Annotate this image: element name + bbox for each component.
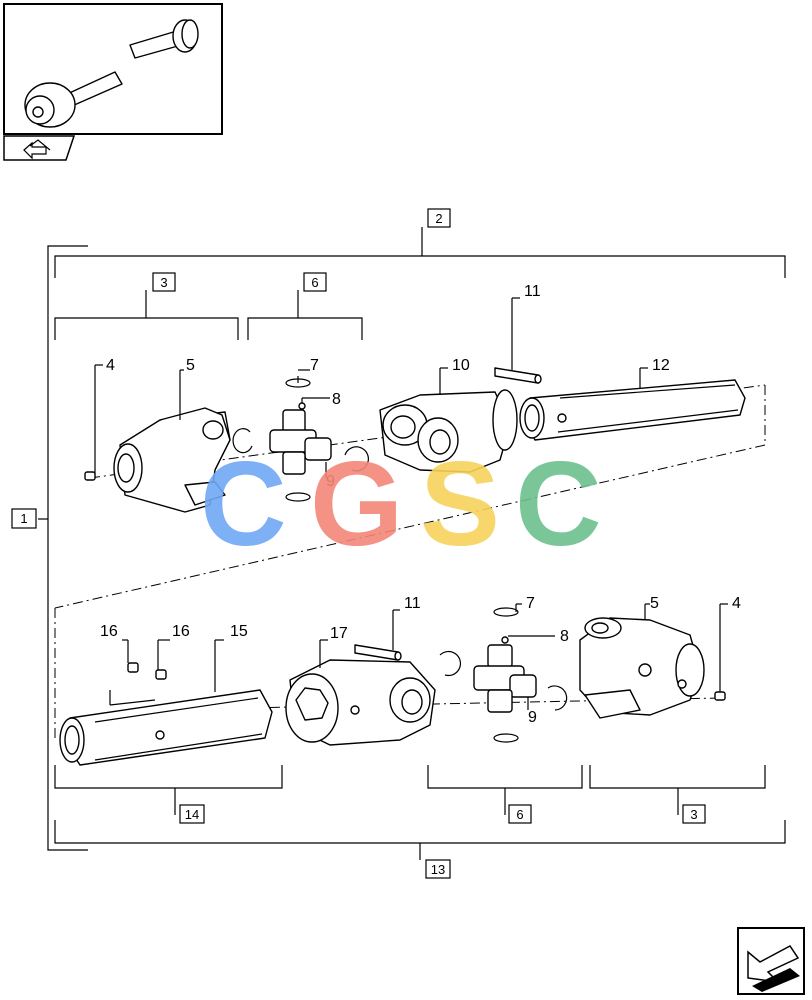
callout-5-bottom: 5 xyxy=(650,595,659,612)
svg-text:3: 3 xyxy=(690,807,697,822)
grease-nipple-4-top xyxy=(84,364,103,481)
box-label-3-bottom: 3 xyxy=(682,804,706,824)
watermark-letter-s: S xyxy=(420,437,500,571)
svg-text:1: 1 xyxy=(20,511,27,526)
svg-text:6: 6 xyxy=(311,275,318,290)
nut-16-a xyxy=(122,639,139,673)
callout-12: 12 xyxy=(652,357,670,374)
box-label-13: 13 xyxy=(425,859,451,879)
callout-16-a: 16 xyxy=(100,623,118,640)
box-label-6-bottom: 6 xyxy=(508,804,532,824)
cgsc-watermark: C G S C xyxy=(200,437,602,571)
callout-4-top: 4 xyxy=(106,357,115,374)
callout-9-bottom: 9 xyxy=(528,709,537,726)
circlip-bottom-left xyxy=(439,650,462,677)
box-label-6-top: 6 xyxy=(303,272,327,292)
box-label-2: 2 xyxy=(427,208,451,228)
callout-16-b: 16 xyxy=(172,623,190,640)
svg-text:3: 3 xyxy=(160,275,167,290)
box-label-14: 14 xyxy=(179,804,205,824)
watermark-letter-c1: C xyxy=(200,437,287,571)
callout-10: 10 xyxy=(452,357,470,374)
pin-11-top xyxy=(494,297,542,384)
box-label-1: 1 xyxy=(11,508,37,529)
callout-7-top: 7 xyxy=(310,357,319,374)
circlip-bottom-right xyxy=(547,685,568,711)
svg-text:2: 2 xyxy=(435,211,442,226)
callout-8-top: 8 xyxy=(332,391,341,408)
callout-4-bottom: 4 xyxy=(732,595,741,612)
svg-text:6: 6 xyxy=(516,807,523,822)
watermark-letter-g: G xyxy=(310,437,403,571)
callout-11-bottom: 11 xyxy=(404,595,421,612)
tube-12-top xyxy=(519,367,746,441)
svg-text:14: 14 xyxy=(185,807,199,822)
yoke-17-bottom xyxy=(285,639,436,746)
callout-5-top: 5 xyxy=(186,357,195,374)
yoke-5-bottom xyxy=(579,603,705,719)
yoke-10-top xyxy=(379,367,518,473)
callouts: 4 5 7 8 9 10 11 12 16 16 15 17 11 7 8 9 … xyxy=(100,283,741,726)
tube-15-bottom xyxy=(59,639,273,766)
circlip-top-right xyxy=(344,446,369,472)
navigate-previous-icon[interactable] xyxy=(3,135,76,161)
pin-11-bottom xyxy=(354,609,402,661)
watermark-letter-c2: C xyxy=(515,437,602,571)
driveshaft-thumbnail-icon[interactable] xyxy=(3,3,223,135)
callout-7-bottom: 7 xyxy=(526,595,535,612)
assembly-brackets xyxy=(38,227,786,860)
callout-9-top: 9 xyxy=(326,473,335,490)
callout-15: 15 xyxy=(230,623,248,640)
nut-16-b xyxy=(155,639,170,680)
svg-text:13: 13 xyxy=(431,862,445,877)
circlip-top-left xyxy=(232,428,253,454)
box-label-3-top: 3 xyxy=(152,272,176,292)
cross-spider-top xyxy=(269,369,332,502)
grease-nipple-4-bottom xyxy=(714,603,728,701)
callout-17: 17 xyxy=(330,625,348,642)
navigate-next-icon[interactable] xyxy=(737,927,805,995)
yoke-5-top xyxy=(113,369,231,513)
cross-spider-bottom xyxy=(473,603,555,743)
callout-8-bottom: 8 xyxy=(560,628,569,645)
callout-11-top: 11 xyxy=(524,283,541,300)
